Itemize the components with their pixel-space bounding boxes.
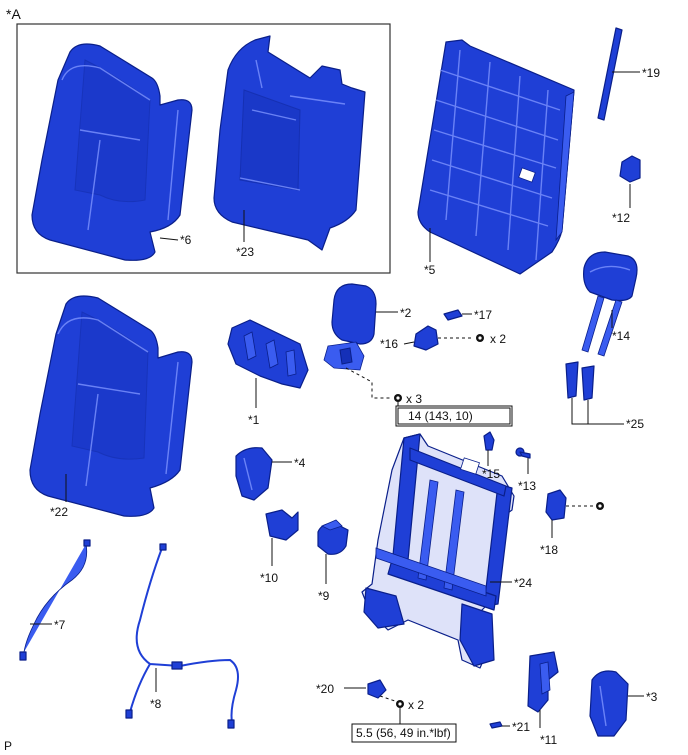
callout-19: *19 [642,66,660,80]
part-7-cable [19,539,91,661]
part-15-clip [483,431,495,451]
callout-22: *22 [50,505,68,519]
part-6-seatback-cover [31,43,193,261]
callout-7: *7 [54,618,66,632]
callout-18: *18 [540,543,558,557]
part-23-seatback-pad [213,35,366,251]
board-grid [429,49,561,261]
part-13-pin [515,447,531,459]
callout-12: *12 [612,211,630,225]
part-5-seatback-board [417,39,575,275]
callout-14: *14 [612,329,630,343]
callout-9: *9 [318,589,330,603]
part-12-clip [619,155,641,183]
part-19-trim-strip [597,27,623,121]
callout-13: *13 [518,479,536,493]
callout-6: *6 [180,233,192,247]
callout-11: *11 [540,733,557,747]
bolt-20-icon [396,700,404,708]
callout-8: *8 [150,697,162,711]
callout-10: *10 [260,571,278,585]
part-14-headrest [581,251,638,357]
part-18-latch [545,489,567,521]
torque-value-2: 5.5 (56, 49 in.*lbf) [356,726,451,740]
screw-18-icon [596,502,604,510]
callout-21: *21 [512,720,530,734]
screw-16-icon [476,334,484,342]
part-10-bracket-cover [265,509,299,541]
qty-16: x 2 [490,332,506,346]
part-16-lock-cover [413,325,439,351]
callout-1: *1 [248,413,260,427]
part-8-cable [125,543,239,729]
part-25-headrest-supports [565,361,595,401]
part-9-cover [317,519,349,555]
callout-17: *17 [474,308,492,322]
torque-box-2: 5.5 (56, 49 in.*lbf) [351,723,457,743]
part-24-seatback-frame [361,433,515,669]
bolt-2-icon [394,394,402,402]
torque-box-1: 14 (143, 10) [395,405,513,427]
callout-2: *2 [400,306,412,320]
part-4-side-cover [235,447,273,501]
part-20-bracket [367,679,387,699]
callout-24: *24 [514,576,532,590]
part-11-bracket [527,651,559,713]
callout-16: *16 [380,337,398,351]
callout-3: *3 [646,690,658,704]
callout-15: *15 [482,467,500,481]
qty-20: x 2 [408,698,424,712]
callout-23: *23 [236,245,254,259]
callout-25: *25 [626,417,644,431]
callout-20: *20 [316,682,334,696]
callout-5: *5 [424,263,436,277]
corner-label: *A [6,6,21,22]
qty-2: x 3 [406,392,422,406]
part-22-seatback-cover [29,295,193,517]
group-frame [16,23,391,274]
part-3-side-cover [589,670,629,737]
part-21-screw [489,721,503,729]
part-1-hinge-bracket [227,319,309,389]
part-17-pin [443,309,463,321]
torque-value-1: 14 (143, 10) [408,409,473,423]
callout-4: *4 [294,456,306,470]
footer-label: P [4,739,12,753]
part-2-headrest-support [323,283,377,371]
